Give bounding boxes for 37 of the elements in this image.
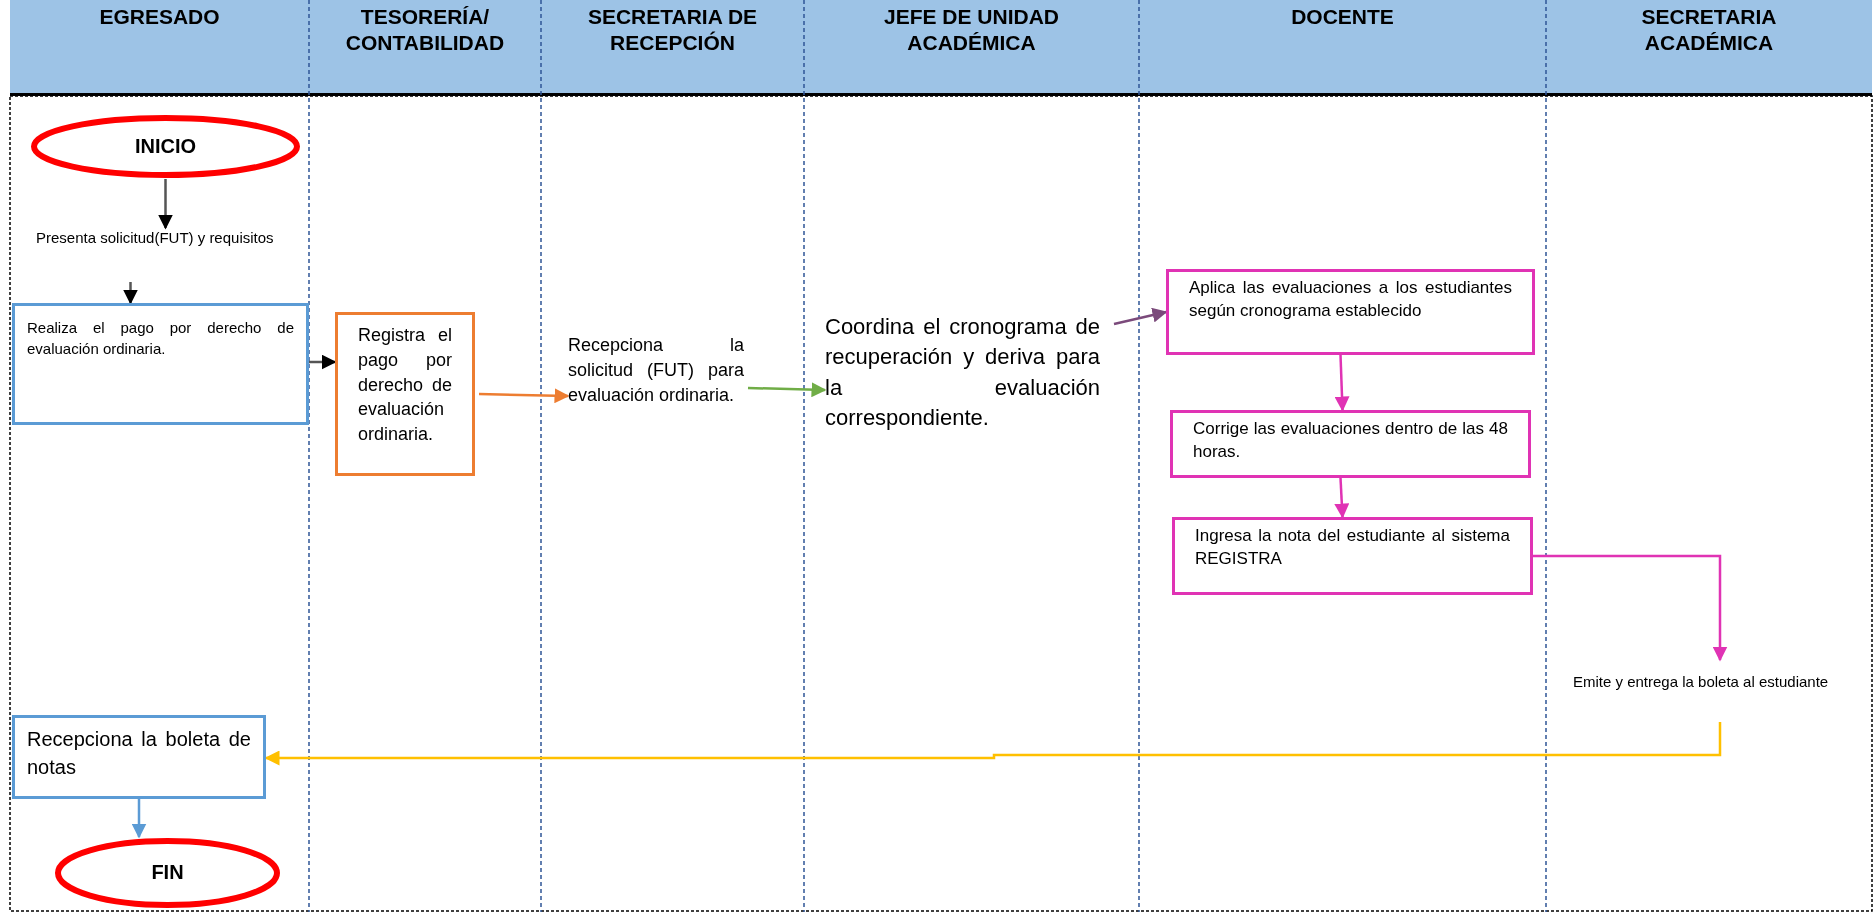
step-label: Recepciona la boleta de notas [27,727,251,780]
arrow [747,382,827,398]
lane-title: JEFE DE UNIDAD ACADÉMICA [883,4,1060,56]
process-box [1166,269,1535,355]
process-box [12,715,266,799]
lane-title: SECRETARIA DE RECEPCIÓN [586,4,759,56]
arrow [1113,307,1168,326]
step-label: Realiza el pago por derecho de evaluación ordinaria. [27,318,294,359]
process-box [12,303,309,425]
process-box [1172,517,1533,595]
arrow [309,354,337,370]
arrow [131,799,147,839]
arrow [1334,477,1350,519]
step-label: Ingresa la nota del estudiante al sistema REGISTRA [1195,525,1510,571]
terminal-label: FIN [151,860,184,886]
arrow [478,388,570,404]
step-label: Presenta solicitud(FUT) y requisitos [36,228,275,248]
end-ellipse [54,837,281,909]
process-box [335,312,475,476]
step-label: Coordina el cronograma de recuperación y deriva para la evaluación correspondiente. [825,313,1100,432]
step-label: Emite y entrega la boleta al estudiante [1573,672,1830,692]
arrow [264,722,1722,766]
lane-title: DOCENTE [1291,4,1394,30]
terminal-label: INICIO [134,133,197,159]
arrow [1334,354,1350,412]
arrow [123,282,138,305]
step-label: Aplica las evaluaciones a los estudiantes según cronograma establecido [1189,277,1512,323]
process-box [1170,410,1531,478]
lane-title: TESORERÍA/ CONTABILIDAD [344,4,506,56]
step-label: Recepciona la solicitud (FUT) para evaluación ordinaria. [568,334,744,407]
step-label: Registra el pago por derecho de evaluación ordinaria. [358,324,452,446]
lane-title: SECRETARIA ACADÉMICA [1640,4,1778,56]
lane-title: EGRESADO [99,4,220,30]
step-label: Corrige las evaluaciones dentro de las 48 horas. [1193,418,1508,464]
arrow [158,179,173,230]
arrow [1533,554,1728,662]
start-ellipse [30,114,301,179]
